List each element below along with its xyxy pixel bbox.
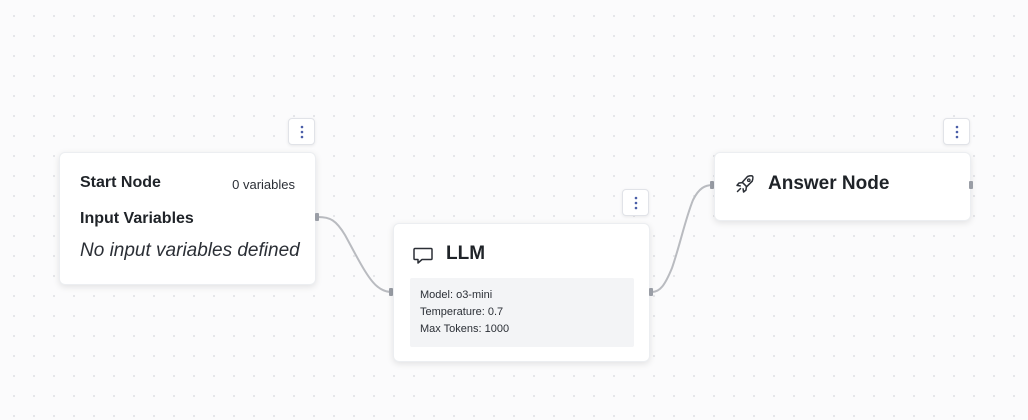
- llm-config-panel: Model: o3-mini Temperature: 0.7 Max Toke…: [410, 278, 634, 347]
- vertical-ellipsis-icon: [955, 125, 958, 138]
- llm-node-input-handle[interactable]: [389, 288, 393, 296]
- edge-start-to-llm[interactable]: [317, 216, 393, 293]
- answer-node-input-handle[interactable]: [710, 181, 714, 189]
- answer-node-output-handle[interactable]: [969, 181, 973, 189]
- edge-llm-to-answer[interactable]: [651, 184, 714, 293]
- llm-node-title: LLM: [446, 243, 486, 264]
- vertical-ellipsis-icon: [300, 125, 303, 138]
- empty-variables-message: No input variables defined: [80, 240, 300, 261]
- rocket-icon: [736, 175, 754, 193]
- answer-node-menu-button[interactable]: [943, 118, 970, 145]
- start-node-output-handle[interactable]: [315, 213, 319, 221]
- temperature-value: Temperature: 0.7: [420, 306, 504, 318]
- start-node-title: Start Node: [80, 174, 161, 191]
- variable-count: 0 variables: [232, 177, 295, 192]
- llm-node-output-handle[interactable]: [649, 288, 653, 296]
- llm-node[interactable]: LLM Model: o3-mini Temperature: 0.7 Max …: [393, 223, 650, 362]
- model-value: Model: o3-mini: [420, 289, 493, 301]
- max-tokens-value: Max Tokens: 1000: [420, 323, 510, 335]
- answer-node-title: Answer Node: [768, 173, 890, 194]
- chat-bubble-icon: [413, 247, 433, 264]
- vertical-ellipsis-icon: [634, 196, 637, 209]
- answer-node[interactable]: Answer Node: [714, 152, 971, 221]
- start-node[interactable]: Start Node 0 variables Input Variables N…: [59, 152, 316, 285]
- input-variables-heading: Input Variables: [80, 210, 194, 227]
- start-node-menu-button[interactable]: [288, 118, 315, 145]
- llm-node-menu-button[interactable]: [622, 189, 649, 216]
